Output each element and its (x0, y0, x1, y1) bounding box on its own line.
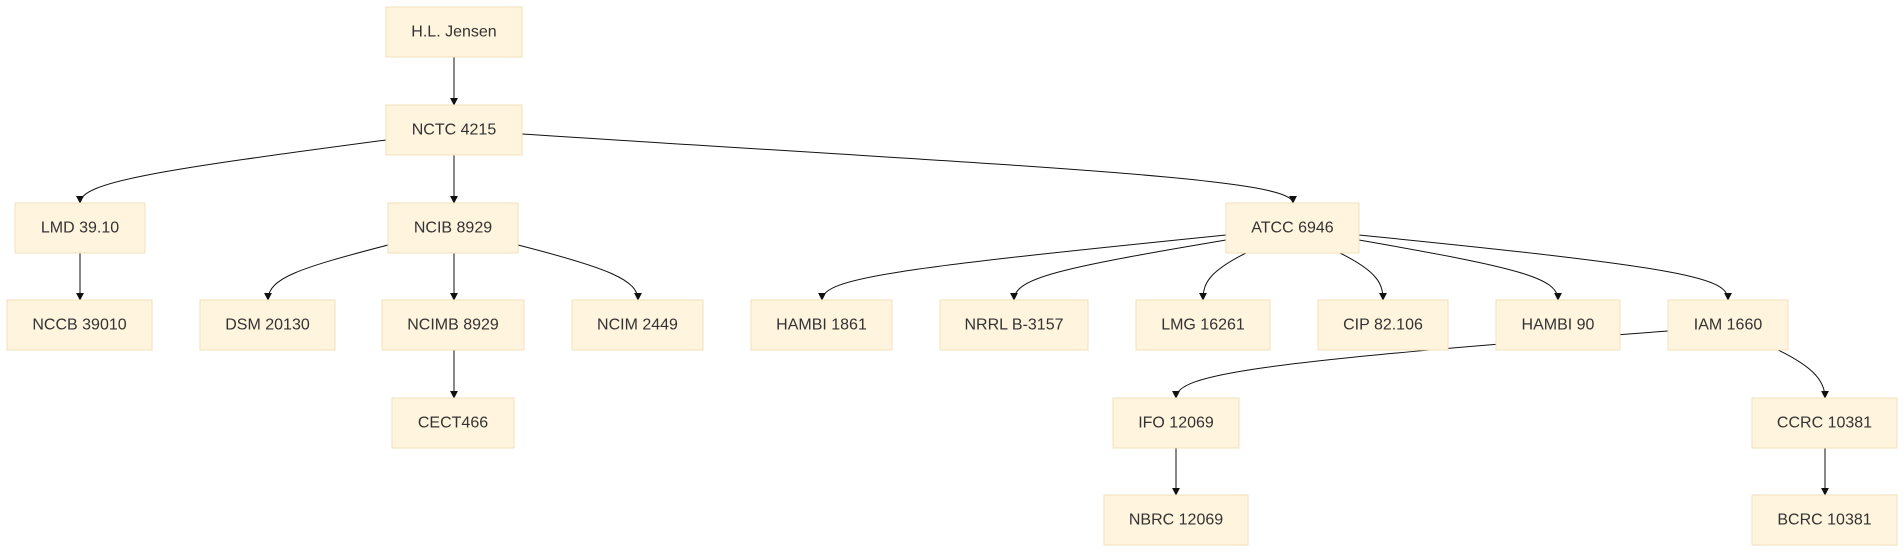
edge-ncib8929-to-dsm20130 (264, 244, 389, 301)
node-lmd3910: LMD 39.10 (14, 202, 146, 254)
node-box (1751, 397, 1898, 449)
edge-nctc4215-to-lmd3910 (76, 139, 387, 204)
node-label: CCRC 10381 (1777, 415, 1872, 432)
node-label: CIP 82.106 (1343, 317, 1423, 334)
node-box (385, 6, 523, 58)
node-box (6, 299, 153, 351)
node-bcrc10381: BCRC 10381 (1751, 494, 1898, 546)
node-box (385, 104, 523, 156)
node-box (1112, 397, 1240, 449)
node-atcc6946: ATCC 6946 (1225, 202, 1360, 254)
edge-nctc4215-to-atcc6946 (521, 133, 1297, 204)
node-label: NCTC 4215 (412, 122, 497, 139)
node-label: IFO 12069 (1138, 415, 1214, 432)
node-ccrc10381: CCRC 10381 (1751, 397, 1898, 449)
node-label: DSM 20130 (225, 317, 310, 334)
node-label: NCCB 39010 (32, 317, 126, 334)
node-label: NCIM 2449 (597, 317, 678, 334)
node-ncib8929: NCIB 8929 (387, 202, 519, 254)
node-box (381, 299, 525, 351)
edge-atcc6946-to-iam1660 (1358, 234, 1732, 301)
node-nrrlb3157: NRRL B-3157 (939, 299, 1089, 351)
node-label: NRRL B-3157 (964, 317, 1063, 334)
node-lmg16261: LMG 16261 (1135, 299, 1271, 351)
node-label: LMG 16261 (1161, 317, 1245, 334)
node-dsm20130: DSM 20130 (199, 299, 336, 351)
node-cect466: CECT466 (391, 397, 515, 449)
edge-atcc6946-to-cip82106 (1339, 252, 1387, 301)
node-nccb39010: NCCB 39010 (6, 299, 153, 351)
node-box (1751, 494, 1898, 546)
edge-atcc6946-to-hambi90 (1358, 239, 1562, 301)
node-label: ATCC 6946 (1251, 220, 1334, 237)
node-box (1495, 299, 1621, 351)
node-hambi1861: HAMBI 1861 (750, 299, 893, 351)
node-nctc4215: NCTC 4215 (385, 104, 523, 156)
node-box (750, 299, 893, 351)
node-label: BCRC 10381 (1777, 512, 1871, 529)
node-box (199, 299, 336, 351)
node-box (1103, 494, 1249, 546)
node-box (1667, 299, 1789, 351)
node-box (387, 202, 519, 254)
edge-atcc6946-to-lmg16261 (1199, 252, 1247, 301)
edge-atcc6946-to-nrrlb3157 (1010, 239, 1227, 301)
node-label: NCIMB 8929 (407, 317, 499, 334)
edge-ncib8929-to-ncim2449 (517, 244, 642, 301)
node-ncim2449: NCIM 2449 (571, 299, 704, 351)
node-label: NCIB 8929 (414, 220, 492, 237)
node-box (571, 299, 704, 351)
node-label: HAMBI 90 (1522, 317, 1595, 334)
edges-layer (76, 57, 1829, 496)
node-hambi90: HAMBI 90 (1495, 299, 1621, 351)
node-label: H.L. Jensen (411, 24, 496, 41)
node-box (939, 299, 1089, 351)
node-nbrc12069: NBRC 12069 (1103, 494, 1249, 546)
node-iam1660: IAM 1660 (1667, 299, 1789, 351)
node-label: NBRC 12069 (1129, 512, 1223, 529)
node-box (1135, 299, 1271, 351)
edge-atcc6946-to-hambi1861 (818, 234, 1227, 301)
node-box (1317, 299, 1449, 351)
node-jensen: H.L. Jensen (385, 6, 523, 58)
node-box (1225, 202, 1360, 254)
edge-iam1660-to-ccrc10381 (1777, 349, 1829, 399)
node-box (14, 202, 146, 254)
node-box (391, 397, 515, 449)
node-cip82106: CIP 82.106 (1317, 299, 1449, 351)
node-ncimb8929: NCIMB 8929 (381, 299, 525, 351)
node-label: CECT466 (418, 415, 488, 432)
node-ifo12069: IFO 12069 (1112, 397, 1240, 449)
node-label: LMD 39.10 (41, 220, 119, 237)
node-label: HAMBI 1861 (776, 317, 867, 334)
node-label: IAM 1660 (1694, 317, 1763, 334)
